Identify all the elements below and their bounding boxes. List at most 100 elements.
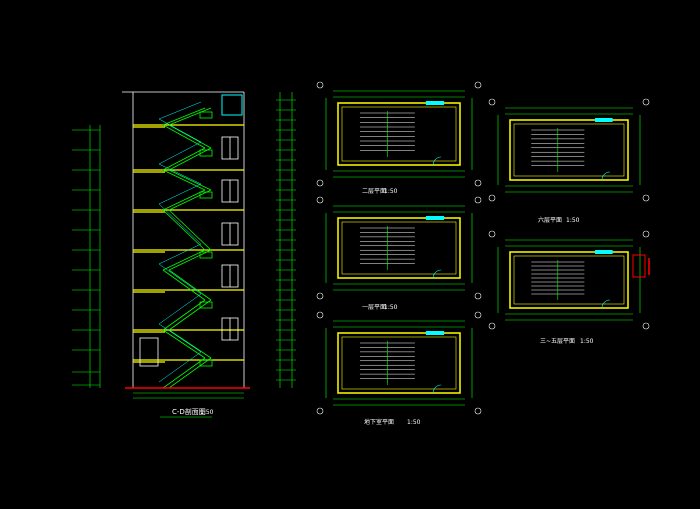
grid-bubble (474, 81, 482, 89)
grid-bubble (642, 230, 650, 238)
plan-window (594, 250, 613, 254)
stair-flight (162, 169, 206, 191)
plan-wall-inner (513, 255, 625, 305)
handrail (158, 163, 202, 185)
stair-flight (162, 209, 206, 251)
handrail (158, 183, 202, 205)
stair-flight-edge (168, 209, 212, 251)
stair-flight (162, 107, 206, 126)
stair-flight (162, 329, 206, 359)
stair-flight (162, 189, 206, 211)
plan-wall-inner (513, 123, 625, 177)
grid-bubble (316, 407, 324, 415)
stair-flights (158, 101, 213, 389)
plan-scale-b1: 1:50 (407, 419, 421, 426)
stair-flight (162, 299, 206, 331)
handrail (158, 351, 202, 383)
grid-bubble (316, 196, 324, 204)
door-swing (601, 171, 611, 181)
section-walls (122, 91, 245, 388)
section-cd: C-D剖面图 1:50 (72, 91, 296, 418)
plan-wall-inner (341, 336, 457, 390)
grid-bubble (474, 196, 482, 204)
section-title: C-D剖面图 (172, 407, 206, 416)
plan-window (425, 216, 445, 220)
plan-6f (488, 98, 650, 202)
stair-flight-edge (168, 124, 212, 149)
grid-bubble (488, 194, 496, 202)
plan-window (425, 101, 445, 105)
floor-slabs (133, 124, 244, 363)
grid-bubble (642, 194, 650, 202)
door-swing (601, 299, 611, 309)
grid-bubble (316, 311, 324, 319)
landing (199, 191, 213, 199)
grid-bubble (316, 81, 324, 89)
plan-3-5f (488, 230, 650, 330)
grid-bubble (316, 292, 324, 300)
landing (199, 301, 213, 309)
stair-flight-edge (168, 249, 212, 271)
grid-bubble (474, 179, 482, 187)
section-door (139, 337, 159, 367)
landing (199, 111, 213, 119)
floor-plans (316, 81, 650, 415)
stair-flight-edge (168, 357, 212, 389)
grid-bubble (488, 98, 496, 106)
plan-window (425, 331, 445, 335)
stair-flight (162, 269, 206, 301)
right-elevation-ticks (276, 92, 296, 388)
grid-bubble (316, 179, 324, 187)
plan-scale-6f: 1:50 (566, 217, 580, 224)
landing (199, 251, 213, 259)
plan-1f (316, 196, 482, 300)
plan-wall (509, 251, 629, 309)
door-swing (432, 156, 442, 166)
stair-flight-edge (168, 299, 212, 331)
handrail (158, 263, 202, 295)
handrail (158, 141, 202, 165)
handrail (158, 101, 202, 120)
stair-flight (162, 249, 206, 271)
grid-bubble (488, 322, 496, 330)
plan-title-1f: 一层平面 (362, 304, 386, 311)
stair-flight-edge (168, 169, 212, 191)
stair-flight (162, 124, 206, 149)
handrail (158, 293, 202, 325)
door-swing (432, 384, 442, 394)
handrail (158, 203, 202, 245)
stair-flight (162, 357, 206, 389)
door-swing (432, 269, 442, 279)
plan-wall (337, 102, 461, 166)
plan-wall-inner (341, 221, 457, 275)
grid-bubble (474, 311, 482, 319)
plan-b1 (316, 311, 482, 415)
plan-wall (337, 217, 461, 279)
stair-flight-edge (168, 107, 212, 126)
plan-scale-3-5f: 1:50 (580, 338, 594, 345)
plan-title-b1: 地下室平面 (364, 418, 394, 426)
section-windows (139, 136, 239, 367)
handrail (158, 323, 202, 353)
landing (199, 359, 213, 367)
grid-bubble (642, 322, 650, 330)
plan-wall (509, 119, 629, 181)
plan-2f (316, 81, 482, 187)
stair-flight-edge (168, 147, 212, 171)
roof-window (221, 94, 243, 116)
left-elevation-ticks (72, 125, 101, 388)
section-scale: 1:50 (200, 409, 214, 416)
grid-bubble (642, 98, 650, 106)
stair-flight-edge (168, 189, 212, 211)
plan-window (594, 118, 613, 122)
plan-title-2f: 二层平面 (362, 188, 386, 195)
plan-title-6f: 六层平面 (538, 216, 562, 224)
grid-bubble (488, 230, 496, 238)
grid-bubble (474, 292, 482, 300)
stair-flight-edge (168, 329, 212, 359)
landing (199, 149, 213, 157)
stair-flight (162, 147, 206, 171)
grid-bubble (474, 407, 482, 415)
